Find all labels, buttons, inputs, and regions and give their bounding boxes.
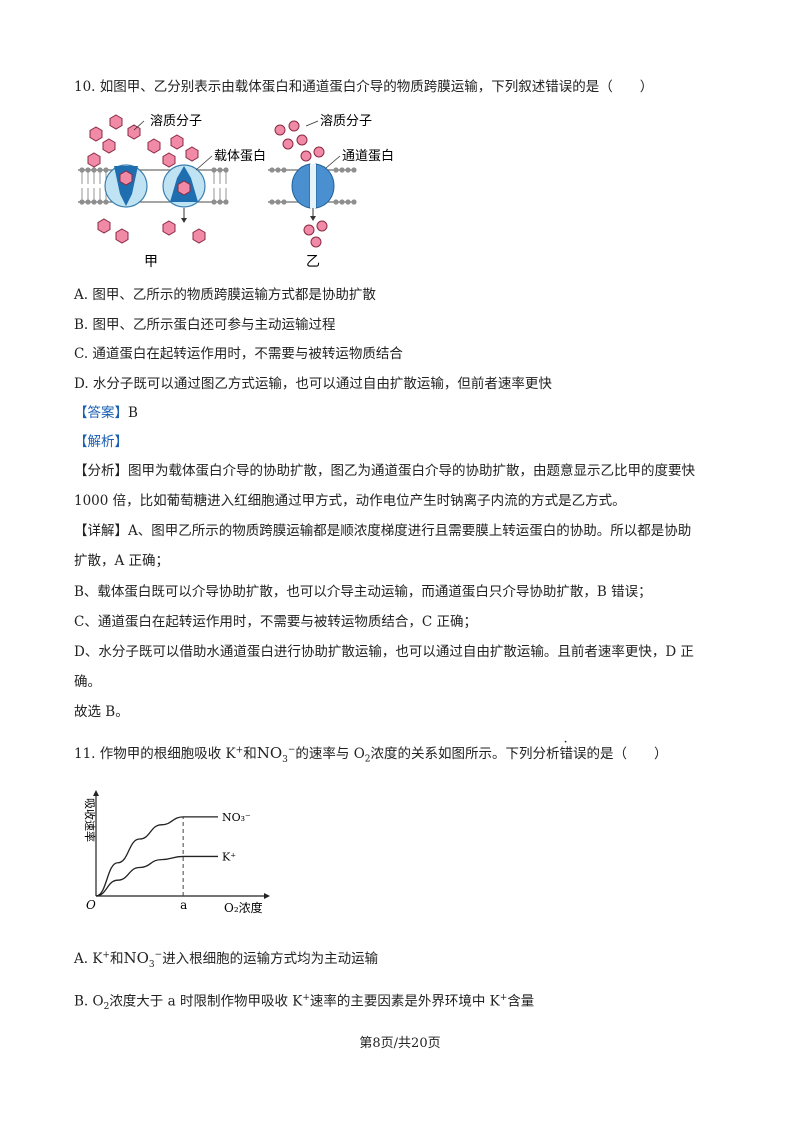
q11-stem-e: 的是（ ） <box>586 746 668 762</box>
q10-fenxi-line2: 1000 倍，比如葡萄糖进入红细胞通过甲方式，动作电位产生时钠离子内流的方式是乙… <box>74 493 626 509</box>
q11-stem-c: 的速率与 O <box>295 746 365 762</box>
q11-option-b: B. O2浓度大于 a 时限制作物甲吸收 K+速率的主要因素是外界环境中 K+含… <box>74 993 535 1013</box>
q11-opt-b-3: 速率的主要因素是外界环境中 K <box>309 993 500 1010</box>
q10-answer: 【答案】B <box>74 404 138 422</box>
q10-option-d: D. 水分子既可以通过图乙方式运输，也可以通过自由扩散运输，但前者速率更快 <box>74 376 552 392</box>
q10-xiangjie-line1: 【详解】A、图甲乙所示的物质跨膜运输都是顺浓度梯度进行且需要膜上转运蛋白的协助。… <box>74 522 691 540</box>
fenxi-text-1: 图甲为载体蛋白介导的协助扩散，图乙为通道蛋白介导的协助扩散，由题意显示乙比甲的度… <box>128 463 695 479</box>
chart-ylabel: 吸收速率 <box>83 798 97 842</box>
question-10-stem: 10. 如图甲、乙分别表示由载体蛋白和通道蛋白介导的物质跨膜运输，下列叙述错误的… <box>74 79 654 95</box>
chart-xlabel: O₂浓度 <box>224 900 263 915</box>
q10-xiangjie-c: C、通道蛋白在起转运作用时，不需要与被转运物质结合，C 正确； <box>74 614 477 630</box>
label-solute-left: 溶质分子 <box>150 114 202 129</box>
x-axis-arrow <box>264 893 270 899</box>
membrane-transport-figure: 溶质分子 载体蛋白 甲 溶质分子 通道蛋白 乙 <box>78 114 394 270</box>
membrane-jia <box>78 114 229 244</box>
q10-fenxi-line1: 【分析】图甲为载体蛋白介导的协助扩散，图乙为通道蛋白介导的协助扩散，由题意显示乙… <box>74 462 695 480</box>
label-solute-right: 溶质分子 <box>320 114 372 129</box>
xiangjie-tag: 【详解】 <box>74 523 128 539</box>
q10-xiangjie-d1: D、水分子既可以借助水通道蛋白进行协助扩散运输，也可以通过自由扩散运输。且前者速… <box>74 644 694 660</box>
q10-option-b: B. 图甲、乙所示蛋白还可参与主动运输过程 <box>74 317 336 333</box>
page-footer: 第8页/共20页 <box>359 1036 441 1051</box>
q11-stem-a: 11. 作物甲的根细胞吸收 K <box>74 746 236 762</box>
q10-xiangjie-line2: 扩散，A 正确； <box>74 553 170 569</box>
q10-analysis-tag: 【解析】 <box>74 433 128 451</box>
label-jia: 甲 <box>144 254 158 270</box>
question-11-stem: 11. 作物甲的根细胞吸收 K+和NO3−的速率与 O2浓度的关系如图所示。下列… <box>74 734 668 769</box>
q11-emphasis-mark: 错误 <box>560 734 587 763</box>
q11-stem-d: 浓度的关系如图所示。下列分析 <box>370 746 560 762</box>
q10-xiangjie-b: B、载体蛋白既可以介导协助扩散，也可以介导主动运输，而通道蛋白只介导协助扩散，B… <box>74 584 652 600</box>
series-no3-line <box>95 816 218 897</box>
x-tick-a: a <box>180 898 187 912</box>
q11-opt-b-2: 浓度大于 a 时限制作物甲吸收 K <box>109 993 303 1010</box>
xiangjie-text-1: A、图甲乙所示的物质跨膜运输都是顺浓度梯度进行且需要膜上转运蛋白的协助。所以都是… <box>128 523 692 539</box>
q11-opt-b-4: 含量 <box>507 993 535 1010</box>
absorption-rate-chart: 吸收速率 O a O₂浓度 NO₃⁻ K⁺ <box>83 790 270 915</box>
q10-option-a: A. 图甲、乙所示的物质跨膜运输方式都是协助扩散 <box>74 287 376 303</box>
q11-opt-a-2: 和 <box>109 951 124 967</box>
q10-xiangjie-d2: 确。 <box>74 674 101 690</box>
series-k-label: K⁺ <box>222 850 236 863</box>
q11-option-a: A. K+和NO3−进入根细胞的运输方式均为主动运输 <box>74 949 379 970</box>
series-k-line <box>95 855 218 897</box>
series-no3-label: NO₃⁻ <box>222 811 251 824</box>
q11-opt-a-1: A. K <box>74 951 103 967</box>
analysis-tag: 【解析】 <box>74 434 128 450</box>
q11-opt-a-3: 进入根细胞的运输方式均为主动运输 <box>162 951 379 967</box>
q11-opt-b-1: B. O <box>74 993 104 1010</box>
answer-value: B <box>128 405 138 421</box>
q10-conclusion: 故选 B。 <box>74 704 129 720</box>
q10-option-c: C. 通道蛋白在起转运作用时，不需要与被转运物质结合 <box>74 346 403 362</box>
label-yi: 乙 <box>306 254 320 270</box>
label-channel-protein: 通道蛋白 <box>342 148 394 164</box>
label-carrier-protein: 载体蛋白 <box>214 148 266 164</box>
membrane-yi <box>268 120 357 248</box>
fenxi-tag: 【分析】 <box>74 463 128 479</box>
answer-tag: 【答案】 <box>74 405 128 421</box>
y-axis-arrow <box>93 790 99 796</box>
no3-formula: NO3− <box>256 744 296 765</box>
origin-label: O <box>86 898 96 912</box>
q11-opt-a-no3: NO3− <box>123 949 163 970</box>
q11-stem-b: 和 <box>243 746 257 762</box>
